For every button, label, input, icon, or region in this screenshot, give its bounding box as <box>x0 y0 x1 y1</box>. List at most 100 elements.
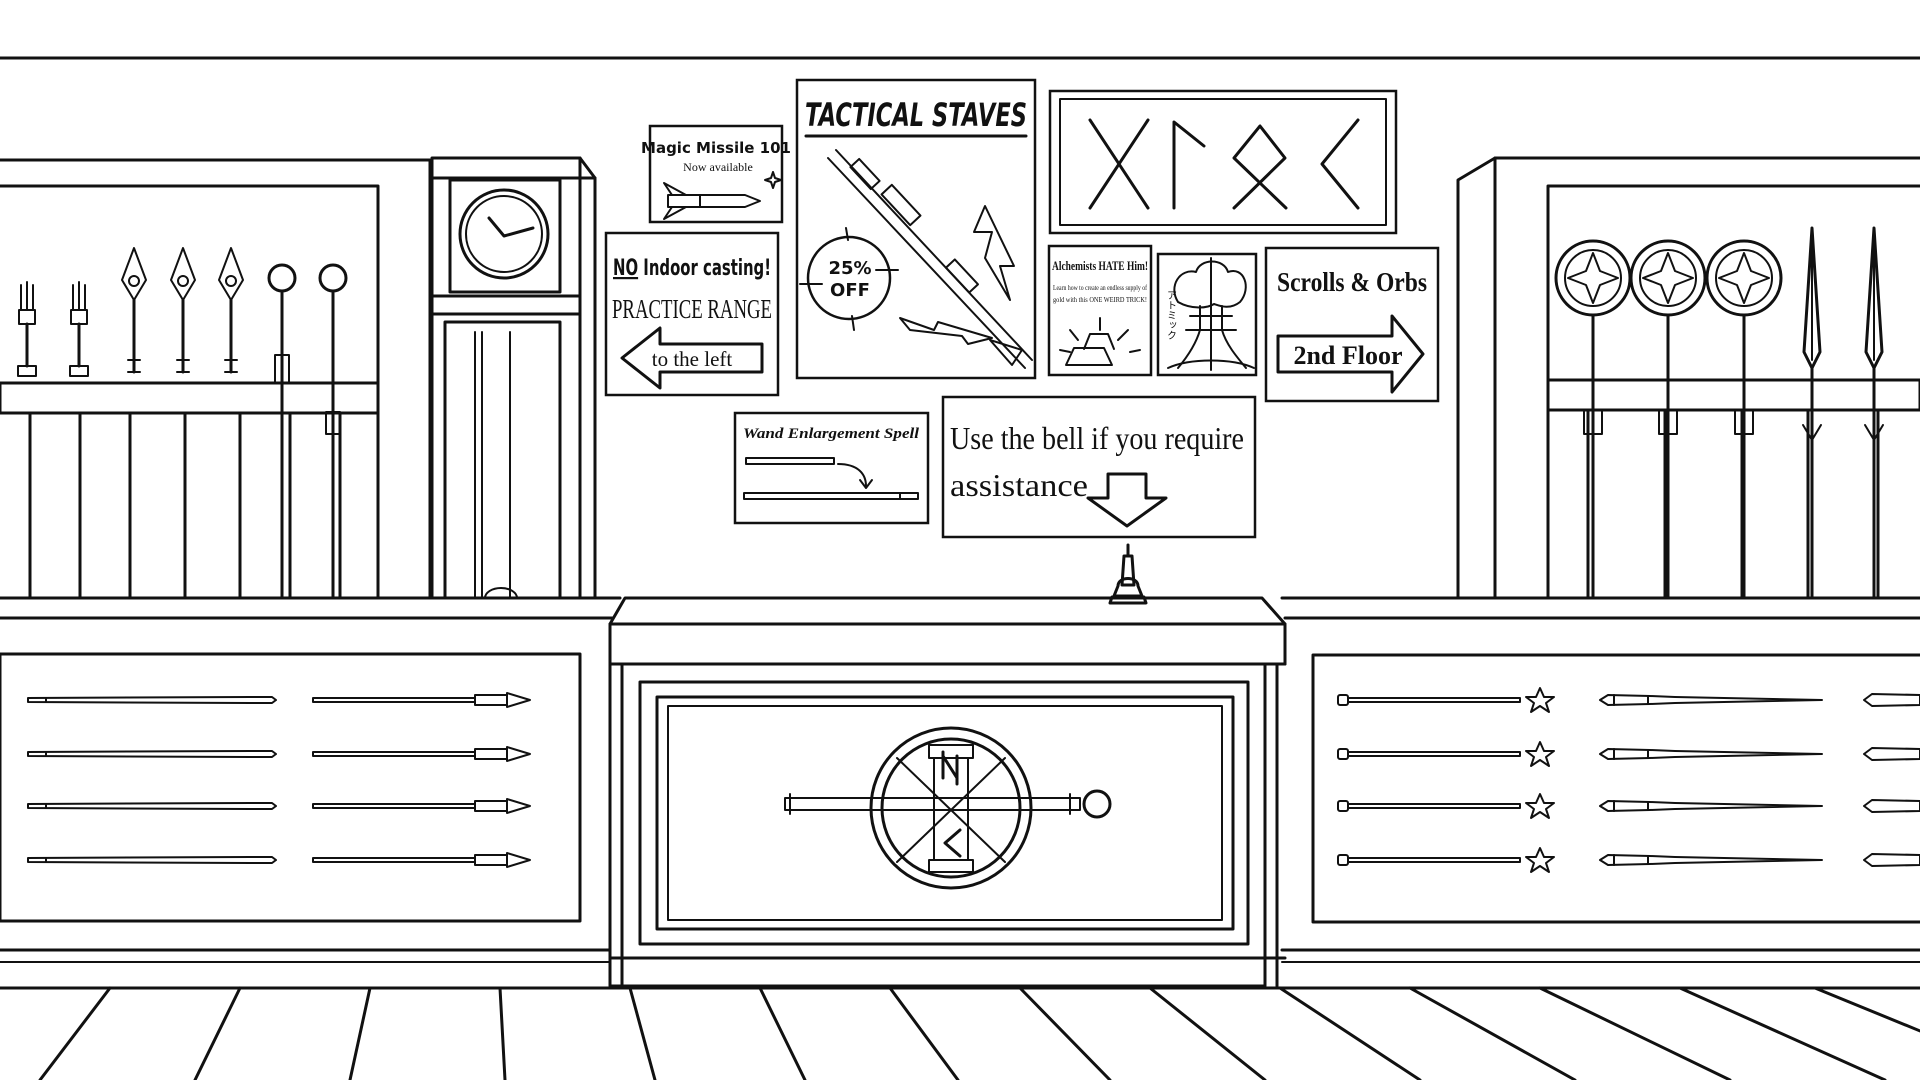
floor-board-line <box>193 986 242 1080</box>
clock-hands-icon <box>487 216 535 238</box>
orb-staff-icon <box>318 263 348 600</box>
right-display-counter <box>1280 596 1920 963</box>
discount-badge <box>806 235 892 321</box>
lightning-icon <box>899 317 993 345</box>
poster-alchemists: Alchemists HATE Him! Learn how to create… <box>1047 244 1153 377</box>
wand-icon <box>27 802 277 810</box>
left-cabinet-bars <box>28 411 342 600</box>
no-indoor-headline: NO Indoor casting! <box>613 256 771 281</box>
floor-board-line <box>758 986 807 1080</box>
left-wand-display <box>27 692 531 868</box>
tapered-wand-icon <box>1599 854 1823 866</box>
practice-range-text: PRACTICE RANGE <box>612 294 772 324</box>
spear-wand-icon <box>312 798 531 814</box>
poster-atomic: アトミック <box>1156 252 1258 377</box>
wand-icon <box>27 750 277 758</box>
left-display-counter <box>0 596 622 963</box>
lightning-icon <box>973 205 1015 301</box>
emblem-rune-k <box>943 828 962 858</box>
small-wand-icon <box>745 457 873 489</box>
missile-icon <box>663 171 782 220</box>
alchemists-body-1: Learn how to create an endless supply of <box>1053 284 1148 292</box>
runes-glyphs-icon <box>1088 118 1360 210</box>
down-arrow-icon <box>1086 472 1168 528</box>
floor-board-line <box>38 986 112 1080</box>
right-weapon-cabinet <box>1456 156 1920 600</box>
orb-staff-icon <box>784 789 1112 819</box>
poster-wand-enlargement: Wand Enlargement Spell <box>733 411 930 525</box>
poster-use-the-bell: Use the bell if you require assistance <box>941 395 1257 539</box>
spear-wand-icon <box>312 852 531 868</box>
poster-scrolls-orbs: Scrolls & Orbs 2nd Floor <box>1264 246 1440 403</box>
discount-off: OFF <box>830 280 870 301</box>
to-the-left-text: to the left <box>652 347 733 371</box>
tapered-wand-icon <box>1863 747 1920 761</box>
star-wand-icon <box>1337 741 1555 767</box>
counter-emblem <box>784 726 1112 890</box>
tapered-wand-icon <box>1599 800 1823 812</box>
diamond-staff-icon <box>170 247 196 374</box>
floor-board-line <box>498 986 507 1080</box>
bell-sign-line2: assistance <box>950 467 1088 503</box>
star-wand-icon <box>1337 793 1555 819</box>
poster-tactical-staves: TACTICAL STAVES 25% OFF <box>795 78 1037 380</box>
floor-board-line <box>628 986 657 1080</box>
tapered-wand-icon <box>1863 799 1920 813</box>
right-cabinet-bars <box>1586 408 1880 600</box>
floor-board-line <box>1678 986 1887 1080</box>
spear-wand-icon <box>312 746 531 762</box>
atomic-katakana: アトミック <box>1165 290 1176 340</box>
right-arrow-icon <box>1276 314 1425 394</box>
floor-board-line <box>1148 986 1267 1080</box>
alchemists-title: Alchemists HATE Him! <box>1052 258 1148 273</box>
star-wand-icon <box>1337 847 1555 873</box>
floor-board-line <box>348 986 372 1080</box>
center-counter <box>608 543 1287 988</box>
tapered-wand-icon <box>1863 853 1920 867</box>
left-weapon-cabinet <box>0 158 432 600</box>
orb-staff-icon <box>267 263 297 600</box>
tactical-staff-icon <box>827 149 1033 369</box>
grandfather-clock <box>430 156 597 600</box>
diamond-staff-icon <box>121 247 147 374</box>
gold-bars-icon <box>1059 317 1141 366</box>
trident-staff-icon <box>17 281 37 377</box>
bell-sign-line1: Use the bell if you require <box>950 420 1244 456</box>
wooden-floor <box>0 986 1920 1080</box>
pendulum-icon <box>484 587 518 599</box>
service-bell-icon <box>1108 543 1148 605</box>
spear-icon <box>1802 226 1822 600</box>
wand-enlargement-title: Wand Enlargement Spell <box>743 426 920 442</box>
wand-icon <box>27 856 277 864</box>
compass-orb-staff-icon <box>1705 239 1783 600</box>
magic-missile-subtitle: Now available <box>683 160 753 174</box>
left-arrow-icon <box>620 326 764 390</box>
alchemists-body-2: gold with this ONE WEIRD TRICK! <box>1053 296 1147 304</box>
compass-orb-staff-icon <box>1554 239 1632 600</box>
trident-staff-icon <box>69 281 89 377</box>
right-wand-display <box>1337 687 1920 873</box>
floor-board-line <box>1018 986 1112 1080</box>
spear-icon <box>1864 226 1884 600</box>
emblem-rune-n <box>941 750 959 786</box>
floor-board-line <box>1408 986 1577 1080</box>
second-floor-text: 2nd Floor <box>1293 341 1402 370</box>
scrolls-orbs-title: Scrolls & Orbs <box>1277 267 1427 297</box>
tapered-wand-icon <box>1599 748 1823 760</box>
discount-percent: 25% <box>828 258 871 279</box>
floor-board-line <box>1813 986 1920 1033</box>
compass-orb-staff-icon <box>1629 239 1707 600</box>
diamond-staff-icon <box>218 247 244 374</box>
floor-board-line <box>888 986 960 1080</box>
large-wand-icon <box>743 492 919 500</box>
floor-board-line <box>1278 986 1422 1080</box>
clock-face <box>458 188 550 280</box>
star-wand-icon <box>1337 687 1555 713</box>
wand-icon <box>27 696 277 704</box>
tapered-wand-icon <box>1863 693 1920 707</box>
mushroom-cloud-icon <box>1167 257 1255 371</box>
tactical-staves-title: TACTICAL STAVES <box>805 96 1027 134</box>
poster-runes <box>1048 89 1398 235</box>
poster-magic-missile: Magic Missile 101 Now available <box>641 124 791 224</box>
